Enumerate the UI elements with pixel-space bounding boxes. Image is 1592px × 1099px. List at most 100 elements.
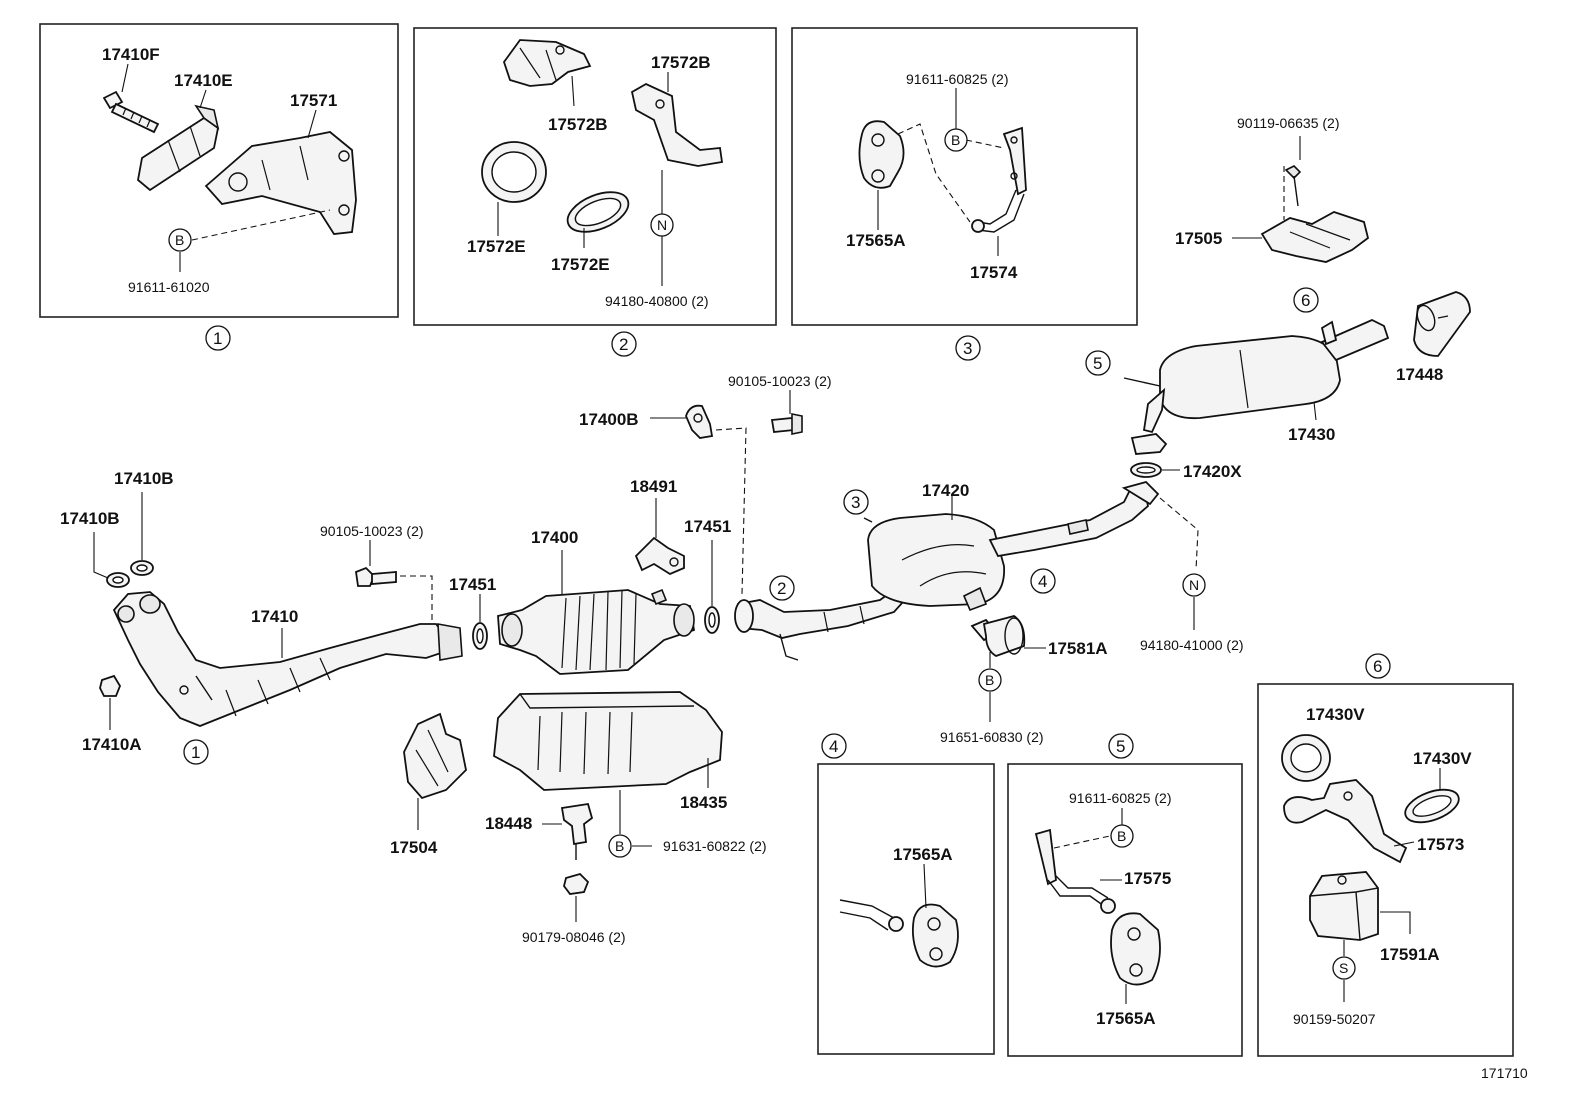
callout-5-muffler: 5 bbox=[1085, 350, 1111, 376]
bracket-17572b-right bbox=[630, 82, 724, 167]
badge-n-text: N bbox=[657, 217, 667, 233]
nut-17410a bbox=[99, 674, 122, 697]
label-17504: 17504 bbox=[390, 838, 438, 857]
callout-4-box: 4 bbox=[821, 733, 847, 759]
rubber-hanger-17565a-box4 bbox=[911, 903, 959, 968]
gasket-ring-17572e bbox=[481, 141, 547, 203]
bracket-17574 bbox=[971, 126, 1027, 233]
label-17430: 17430 bbox=[1288, 425, 1335, 444]
label-17572e-ring: 17572E bbox=[467, 237, 526, 256]
bracket-17571 bbox=[204, 131, 357, 235]
label-17420: 17420 bbox=[922, 481, 969, 500]
label-90159-50207: 90159-50207 bbox=[1293, 1011, 1376, 1027]
heat-insulator-17572b-top bbox=[502, 39, 592, 87]
callout-3-top: 3 bbox=[955, 335, 981, 361]
detail-box-3: B 91611-60825 (2) 17565A 17574 bbox=[791, 27, 1138, 326]
tail-pipe-finisher-17448 bbox=[1413, 291, 1471, 357]
gasket-17451-left bbox=[472, 622, 488, 650]
heat-shield-17505 bbox=[1260, 165, 1370, 263]
diagram-number: 171710 bbox=[1481, 1065, 1528, 1081]
svg-text:2: 2 bbox=[777, 579, 786, 598]
badge-n bbox=[650, 213, 674, 237]
label-17565a-box5: 17565A bbox=[1096, 1009, 1156, 1028]
callout-1-top: 1 bbox=[205, 325, 231, 351]
label-90105-10023-top: 90105-10023 (2) bbox=[728, 373, 832, 389]
detail-box-5: B 91611-60825 (2) 17575 17565A bbox=[1007, 763, 1243, 1057]
label-17565a-box4: 17565A bbox=[893, 845, 953, 864]
badge-b bbox=[978, 668, 1002, 692]
catalytic-converter-17400 bbox=[497, 588, 696, 675]
svg-text:6: 6 bbox=[1373, 657, 1382, 676]
center-pipe-17420 bbox=[734, 480, 1160, 661]
nut-90179-08046 bbox=[563, 872, 590, 895]
callout-4-center: 4 bbox=[1030, 568, 1056, 594]
gasket-oval-17430v bbox=[1404, 788, 1460, 824]
rubber-hanger-17565a-box5 bbox=[1110, 912, 1161, 986]
label-17410b-top: 17410B bbox=[114, 469, 174, 488]
gasket-oval-17572e bbox=[566, 191, 630, 233]
bolt-90105-10023-top bbox=[770, 413, 803, 435]
detail-box-1: B 17410F 17410E 17571 91611-61020 bbox=[39, 23, 399, 318]
rubber-hanger-17565a-box3 bbox=[858, 120, 905, 189]
svg-text:1: 1 bbox=[191, 743, 200, 762]
label-91631-60822: 91631-60822 (2) bbox=[663, 838, 767, 854]
label-17410b-left: 17410B bbox=[60, 509, 120, 528]
bolt-17410f bbox=[102, 90, 160, 134]
sensor-18448 bbox=[560, 802, 594, 860]
callout-2-top: 2 bbox=[611, 331, 637, 357]
label-18448: 18448 bbox=[485, 814, 532, 833]
callout-1-center: 1 bbox=[183, 739, 209, 765]
clamp-17410e bbox=[137, 104, 220, 192]
label-91611-60825-box5: 91611-60825 (2) bbox=[1069, 790, 1171, 806]
label-17581a: 17581A bbox=[1048, 639, 1108, 658]
label-17572b-top: 17572B bbox=[548, 115, 608, 134]
label-17572e-oval: 17572E bbox=[551, 255, 610, 274]
badge-b-text: B bbox=[615, 838, 624, 854]
badge-b bbox=[944, 128, 968, 152]
label-91651-60830: 91651-60830 (2) bbox=[940, 729, 1044, 745]
svg-text:5: 5 bbox=[1116, 737, 1125, 756]
label-18491: 18491 bbox=[630, 477, 677, 496]
badge-b-text: B bbox=[175, 232, 184, 248]
svg-text:4: 4 bbox=[829, 737, 838, 756]
label-17430v-oval: 17430V bbox=[1413, 749, 1472, 768]
gasket-17410b-a bbox=[106, 572, 130, 588]
bolt-90105-10023-left bbox=[355, 566, 397, 587]
callout-5-box: 5 bbox=[1108, 733, 1134, 759]
label-17572b-right: 17572B bbox=[651, 53, 711, 72]
label-17400: 17400 bbox=[531, 528, 578, 547]
badge-s bbox=[1332, 956, 1356, 980]
callout-6-box: 6 bbox=[1365, 653, 1391, 679]
label-17571: 17571 bbox=[290, 91, 337, 110]
label-17448: 17448 bbox=[1396, 365, 1443, 384]
badge-b-text: B bbox=[1117, 828, 1126, 844]
front-pipe-17410 bbox=[112, 591, 463, 727]
label-17591a: 17591A bbox=[1380, 945, 1440, 964]
callout-2-center: 2 bbox=[769, 575, 795, 601]
badge-b bbox=[168, 228, 192, 252]
rubber-mount-17591a bbox=[1309, 871, 1379, 941]
svg-text:4: 4 bbox=[1038, 572, 1047, 591]
label-17400b: 17400B bbox=[579, 410, 639, 429]
gasket-17451-right bbox=[704, 606, 720, 634]
callout-3-center: 3 bbox=[843, 489, 869, 515]
label-17410e: 17410E bbox=[174, 71, 233, 90]
label-91611-61020: 91611-61020 bbox=[128, 279, 210, 295]
label-94180-41000: 94180-41000 (2) bbox=[1140, 637, 1244, 653]
label-91611-60825-box3: 91611-60825 (2) bbox=[906, 71, 1008, 87]
label-17430v-ring: 17430V bbox=[1306, 705, 1365, 724]
bracket-18491 bbox=[634, 536, 685, 576]
label-17410f: 17410F bbox=[102, 45, 160, 64]
callout-6-muffler: 6 bbox=[1293, 287, 1319, 313]
badge-n-text: N bbox=[1189, 577, 1199, 593]
label-17451-right: 17451 bbox=[684, 517, 731, 536]
label-90105-10023-left: 90105-10023 (2) bbox=[320, 523, 424, 539]
bracket-17575 bbox=[1034, 828, 1116, 914]
svg-text:6: 6 bbox=[1301, 291, 1310, 310]
label-17451-left: 17451 bbox=[449, 575, 496, 594]
gasket-17420x bbox=[1130, 433, 1168, 478]
heat-insulator-17504 bbox=[403, 712, 467, 800]
label-17410a: 17410A bbox=[82, 735, 142, 754]
svg-text:3: 3 bbox=[851, 493, 860, 512]
